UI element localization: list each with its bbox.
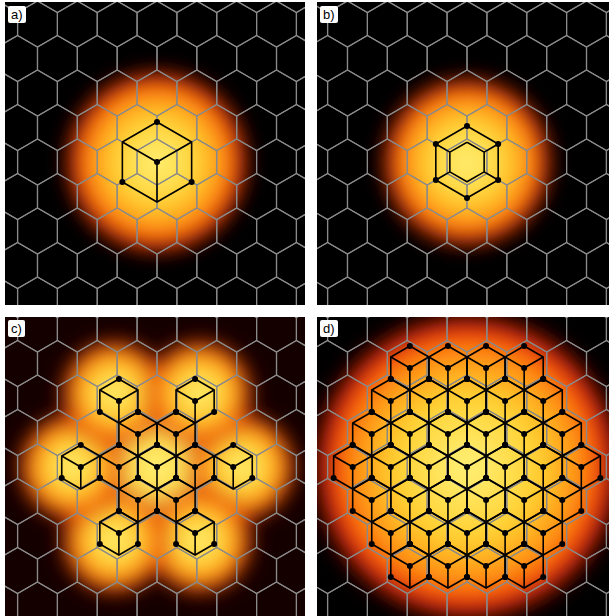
glow — [317, 317, 609, 616]
lattice-panel — [317, 2, 609, 305]
panel-ground — [317, 2, 609, 305]
rhombus-tiling — [331, 344, 602, 588]
panel-label: a) — [8, 6, 26, 23]
panel-label: c) — [8, 320, 25, 337]
lattice-panel — [317, 317, 609, 616]
lattice-panel — [5, 317, 305, 616]
rhombus-tiling — [120, 120, 194, 202]
honeycomb-lattice — [5, 2, 305, 305]
rhombus-tiling — [60, 377, 255, 555]
panel-label: d) — [320, 320, 338, 337]
rhombus-tiling — [434, 124, 501, 200]
glow — [379, 74, 555, 250]
glow — [62, 67, 252, 257]
honeycomb-lattice — [5, 317, 305, 616]
honeycomb-lattice — [317, 2, 609, 305]
glow — [17, 338, 297, 595]
panel-ground — [5, 2, 305, 305]
panel-ground — [5, 317, 305, 616]
panel-label: b) — [320, 6, 338, 23]
lattice-panel — [5, 2, 305, 305]
honeycomb-lattice — [317, 317, 609, 616]
